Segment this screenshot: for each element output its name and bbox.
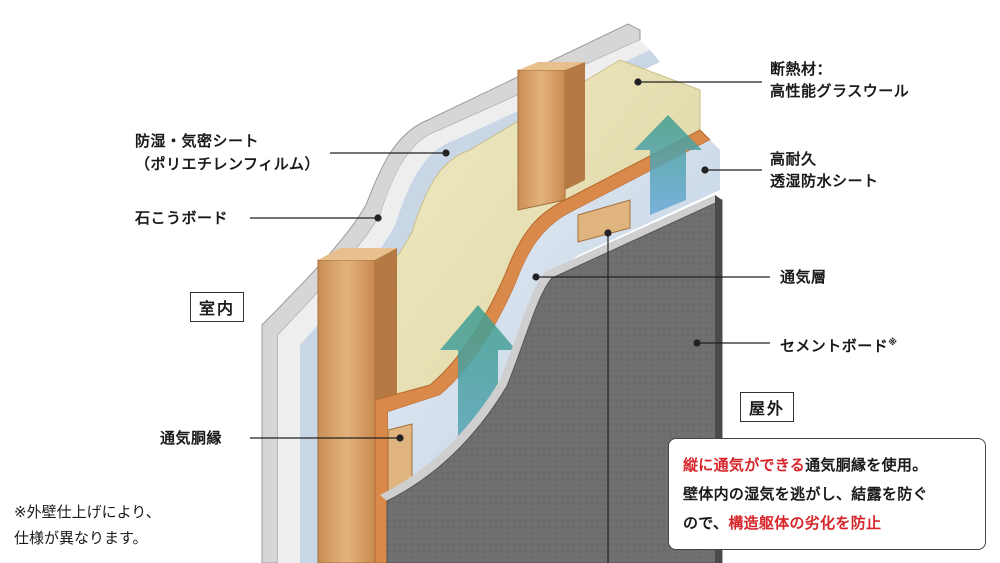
label-insulation-2: 高性能グラスウール — [770, 82, 910, 100]
label-waterproof-2: 透湿防水シート — [770, 172, 879, 190]
outdoor-badge: 屋外 — [740, 392, 795, 422]
indoor-badge: 室内 — [190, 292, 245, 322]
label-vapor-2: （ポリエチレンフィルム） — [135, 155, 320, 173]
stud-back-top — [518, 62, 585, 70]
callout-line-3: ので、構造躯体の劣化を防止 — [683, 509, 971, 538]
callout-line-2: 壁体内の湿気を逃がし、結露を防ぐ — [683, 485, 928, 503]
footnote-line-1: ※外壁仕上げにより、 — [14, 503, 161, 521]
airflow-arrow-upper — [634, 115, 702, 215]
cement-board-layer — [386, 199, 723, 563]
footnote-line-2: 仕様が異なります。 — [14, 529, 148, 547]
label-waterproof-1: 高耐久 — [770, 150, 817, 168]
stud-front-top — [318, 248, 397, 260]
stud-back-side — [565, 62, 585, 190]
label-air-layer: 通気層 — [780, 268, 827, 286]
stud-front-side — [375, 248, 397, 410]
label-vapor-1: 防湿・気密シート — [135, 132, 260, 150]
callout-highlight-1: 縦に通気ができる — [683, 456, 806, 474]
label-plaster-board: 石こうボード — [135, 209, 229, 227]
label-cement-board: セメントボード※ — [780, 337, 898, 355]
callout-line-1: 縦に通気ができる通気胴縁を使用。 — [683, 451, 971, 480]
stud-front — [317, 259, 376, 563]
callout-highlight-3: 構造躯体の劣化を防止 — [728, 514, 882, 532]
stud-back — [517, 69, 566, 211]
label-cement-note-mark: ※ — [888, 338, 898, 348]
callout-text-3: ので、 — [683, 514, 729, 532]
leader-lines — [250, 78, 770, 563]
callout-text-1: 通気胴縁を使用。 — [805, 456, 928, 474]
furring-strip-upper — [577, 199, 631, 243]
label-furring-strip: 通気胴縁 — [160, 429, 223, 447]
label-insulation-1: 断熱材： — [770, 60, 833, 78]
ventilation-callout-box: 縦に通気ができる通気胴縁を使用。 壁体内の湿気を逃がし、結露を防ぐ ので、構造躯… — [668, 438, 986, 550]
